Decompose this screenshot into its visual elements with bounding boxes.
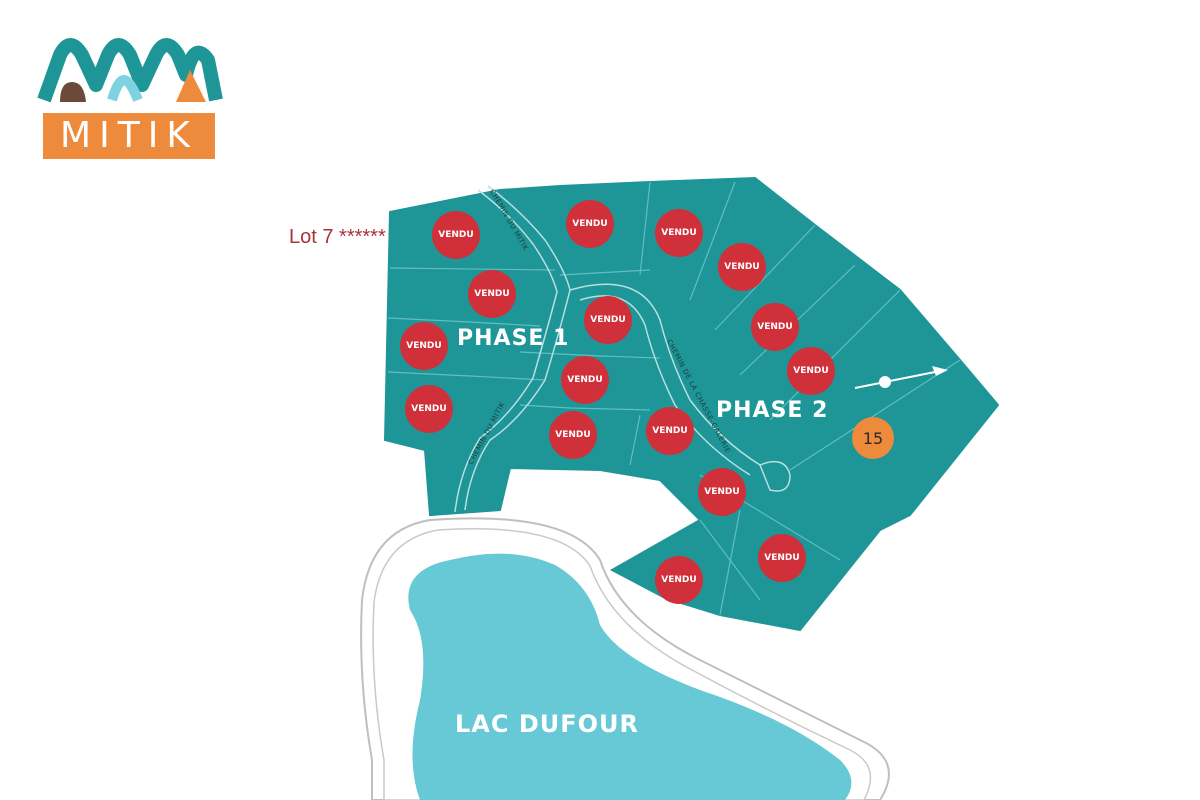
phase-1-label: PHASE 1 xyxy=(457,326,570,351)
lot-sold-marker[interactable]: VENDU xyxy=(646,407,694,455)
lot-sold-marker[interactable]: VENDU xyxy=(758,534,806,582)
lot-15-available-marker[interactable]: 15 xyxy=(852,417,894,459)
logo-mountains-icon xyxy=(37,38,223,103)
site-parcel xyxy=(383,176,1000,632)
lot-sold-marker[interactable]: VENDU xyxy=(655,556,703,604)
lot-sold-marker[interactable]: VENDU xyxy=(751,303,799,351)
lot-sold-marker[interactable]: VENDU xyxy=(468,270,516,318)
logo-wordmark: MITIK xyxy=(43,113,215,159)
lot-sold-marker[interactable]: VENDU xyxy=(400,322,448,370)
lot-sold-marker[interactable]: VENDU xyxy=(566,200,614,248)
lake-label: LAC DUFOUR xyxy=(455,710,640,738)
lot-sold-marker[interactable]: VENDU xyxy=(698,468,746,516)
lot-sold-marker[interactable]: VENDU xyxy=(432,211,480,259)
lot-7-annotation: Lot 7 ****** xyxy=(289,226,386,248)
lake-shape xyxy=(408,553,852,800)
phase-2-label: PHASE 2 xyxy=(716,398,829,423)
lot-sold-marker[interactable]: VENDU xyxy=(655,209,703,257)
lot-sold-marker[interactable]: VENDU xyxy=(787,347,835,395)
lot-sold-marker[interactable]: VENDU xyxy=(405,385,453,433)
lot-sold-marker[interactable]: VENDU xyxy=(584,296,632,344)
lot-sold-marker[interactable]: VENDU xyxy=(549,411,597,459)
lot-sold-marker[interactable]: VENDU xyxy=(718,243,766,291)
lot-sold-marker[interactable]: VENDU xyxy=(561,356,609,404)
direction-arrow-icon xyxy=(854,366,948,389)
